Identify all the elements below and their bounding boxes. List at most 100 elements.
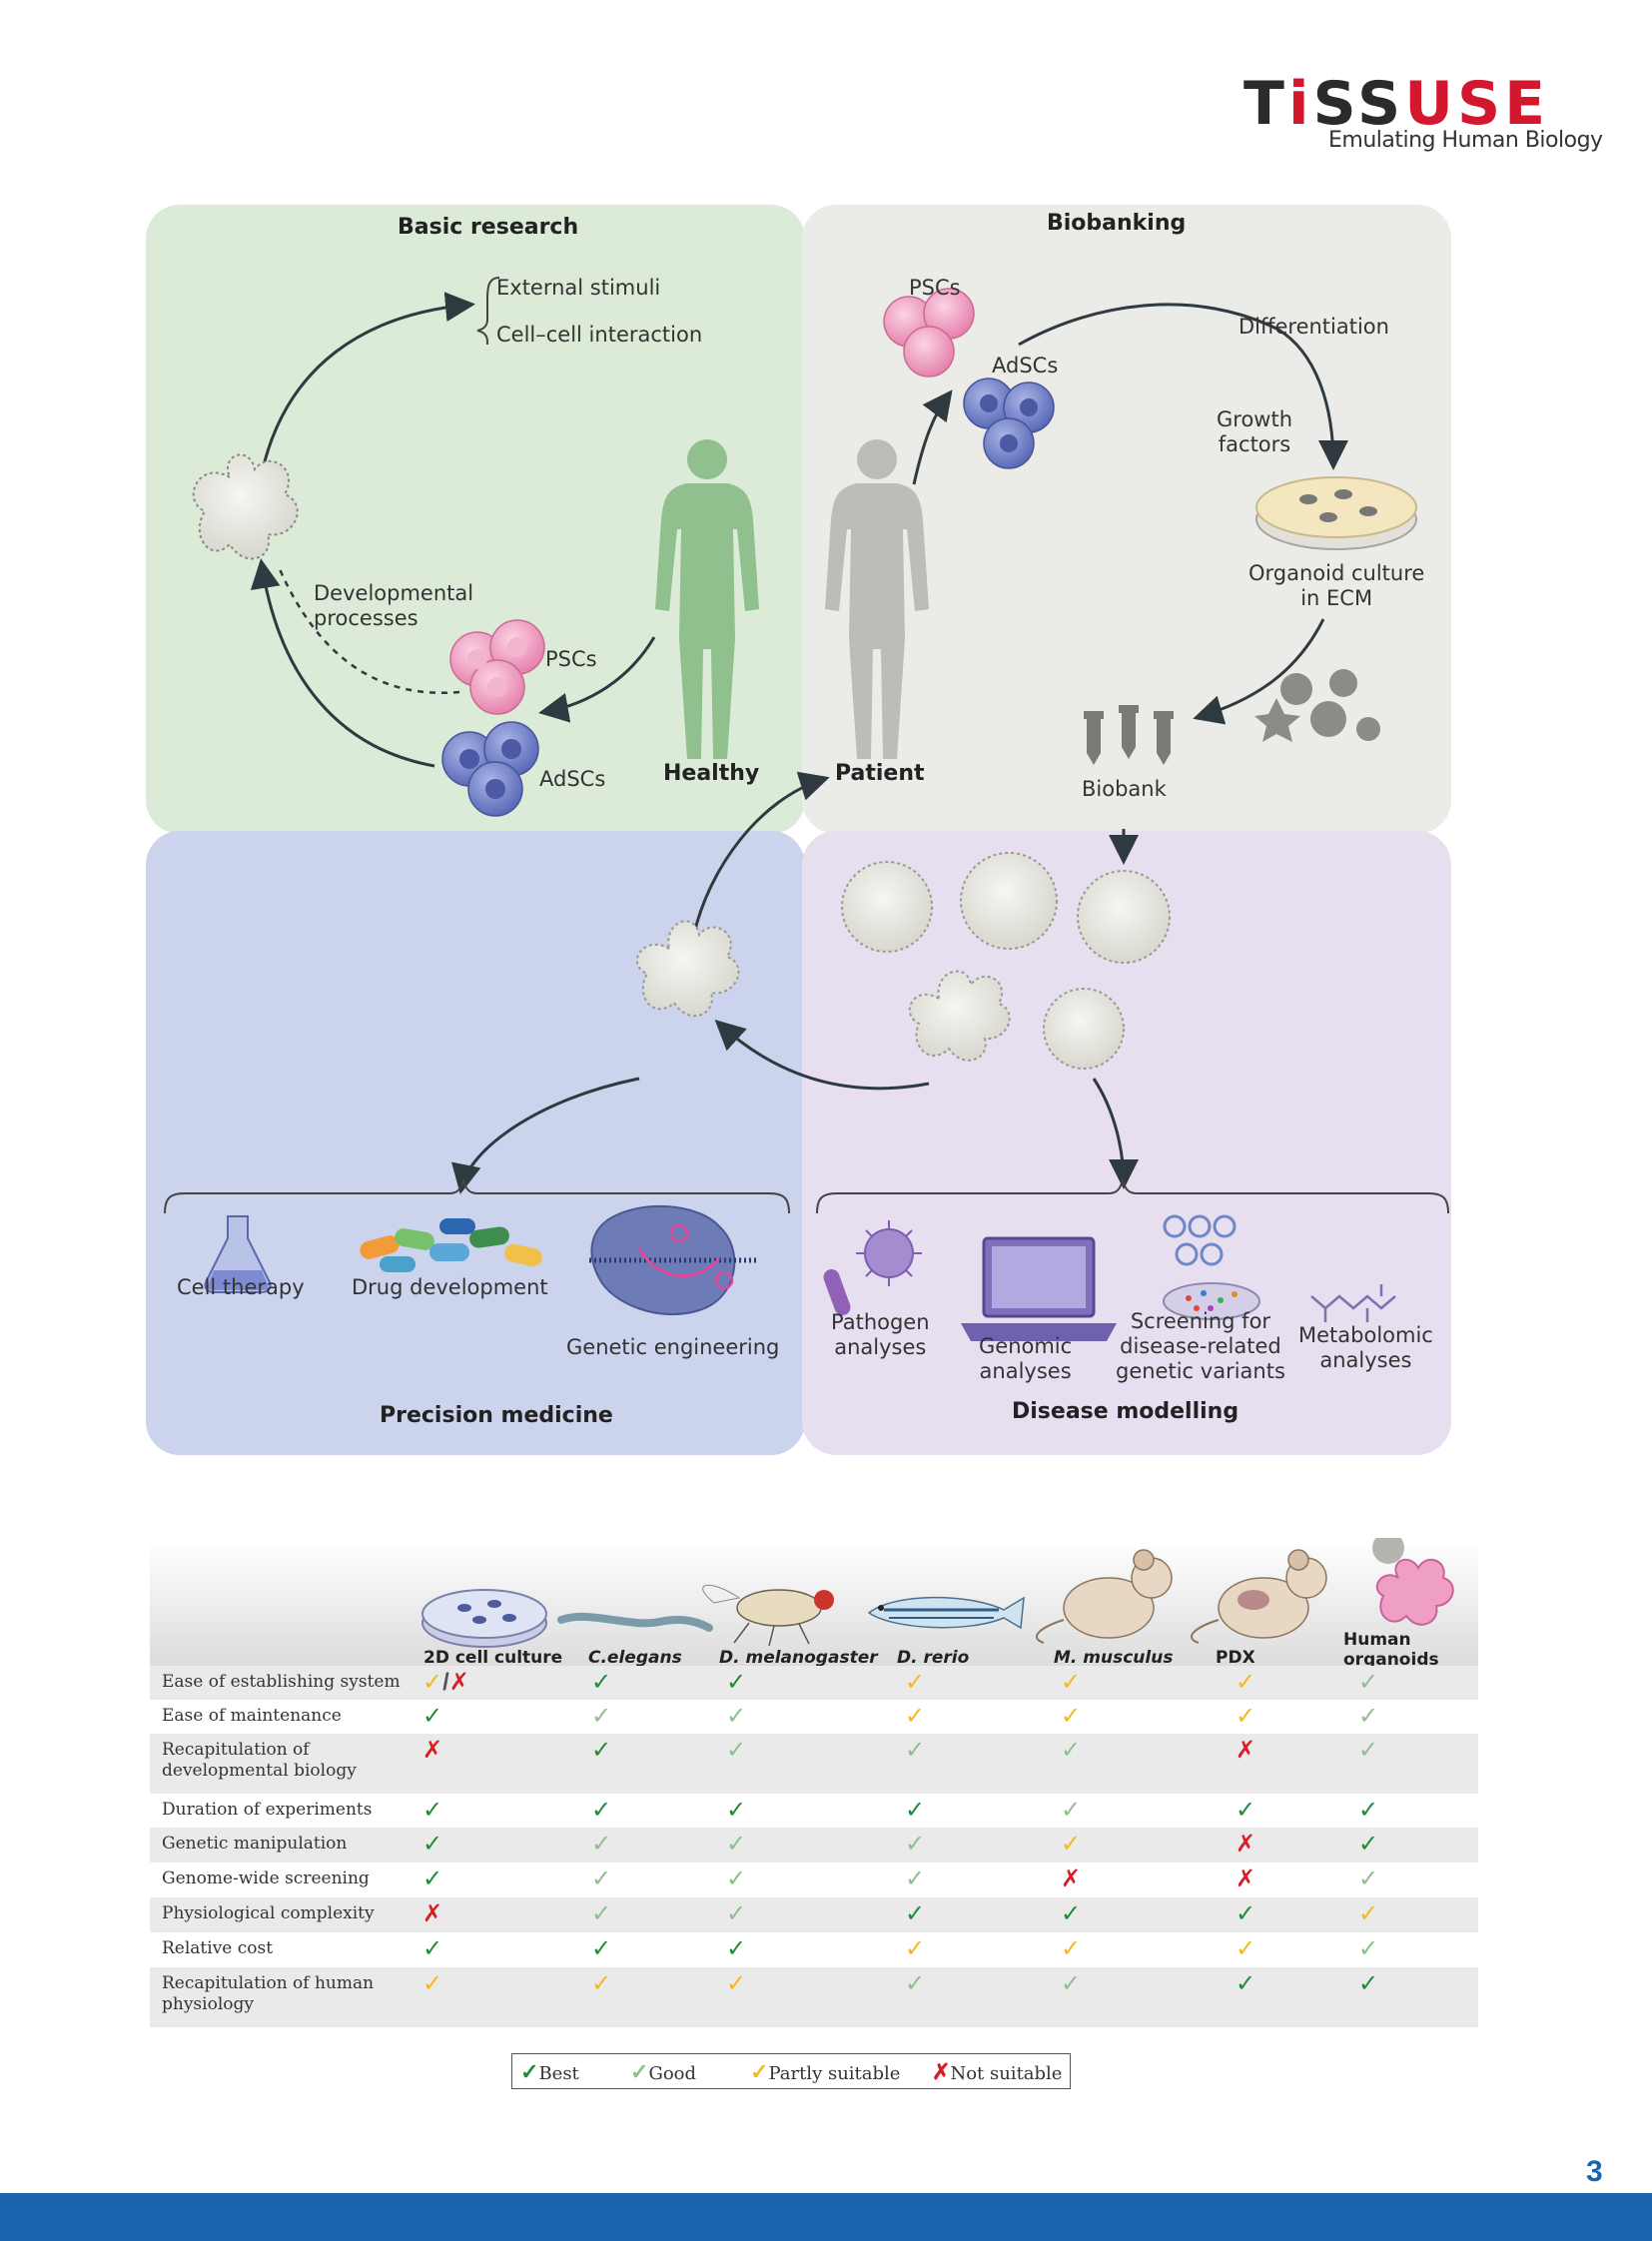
stimuli-bracket [476, 277, 500, 345]
external-stimuli-label: External stimuli [496, 276, 661, 300]
rating-mark: ✓ [905, 1866, 926, 1892]
rating-mark: ✓ [1236, 1703, 1256, 1730]
patient-label: Patient [835, 761, 925, 786]
rating-mark: ✓ [1061, 1970, 1082, 1997]
rating-mark: ✓ [1236, 1669, 1256, 1696]
basic-research-title: Basic research [398, 215, 579, 240]
biobanking-title: Biobanking [1047, 211, 1187, 236]
drug-development-label: Drug development [352, 1275, 548, 1299]
arrow-adscs-to-organoid [250, 558, 435, 768]
drug-capsules-icon [360, 1218, 542, 1272]
table-row: Duration of experiments✓✓✓✓✓✓✓ [150, 1794, 1478, 1828]
rating-mark: ✓ [1358, 1737, 1379, 1764]
logo-letter-t: T [1243, 69, 1288, 139]
disease-brace [816, 1176, 1449, 1214]
screening-plate-icon [1163, 1214, 1260, 1320]
biobank-adscs-label: AdSCs [992, 354, 1059, 377]
rating-mark: ✓ [1061, 1900, 1082, 1927]
rating-mark: ✓ [1358, 1831, 1379, 1858]
rating-mark: ✓ [905, 1831, 926, 1858]
rating-mark: ✓ [591, 1970, 612, 1997]
table-row: Ease of maintenance✓✓✓✓✓✓✓ [150, 1700, 1478, 1734]
screening-label: Screening for disease-related genetic va… [1116, 1309, 1285, 1383]
patient-human-silhouette [825, 439, 929, 759]
star-organoid-icon [192, 453, 299, 560]
arrow-to-disease-modelling [1092, 1078, 1139, 1189]
arrow-healthy-to-pscs [538, 636, 656, 723]
metabolomic-molecule-icon [1310, 1284, 1396, 1322]
mouse-icon [1036, 1549, 1173, 1644]
precision-brace [164, 1176, 790, 1214]
table-row: Ease of establishing system✓/✗✓✓✓✓✓✓ [150, 1666, 1478, 1700]
cell-therapy-label: Cell therapy [177, 1275, 305, 1299]
rating-mark: ✓ [1236, 1797, 1256, 1824]
organoid-culture-label: Organoid culture in ECM [1248, 561, 1425, 610]
zebrafish-icon [867, 1596, 1025, 1630]
cell-cell-interaction-label: Cell–cell interaction [496, 323, 703, 347]
rating-mark: ✓ [1061, 1703, 1082, 1730]
page-number: 3 [1586, 2155, 1603, 2188]
col-d-rerio: D. rerio [897, 1648, 970, 1668]
logo-wordmark: TiSSUSE [1243, 72, 1549, 136]
rating-mark: ✓ [905, 1970, 926, 1997]
genomic-analyses-label: Genomic analyses [979, 1334, 1073, 1383]
col-d-melanogaster: D. melanogaster [719, 1648, 878, 1668]
arrow-to-stimuli [263, 292, 475, 462]
rating-mark: ✗ [1236, 1737, 1256, 1764]
rating-mark: ✓ [422, 1703, 443, 1730]
arrow-differentiation [1018, 303, 1348, 470]
col-pdx: PDX [1216, 1648, 1255, 1668]
row-label: Physiological complexity [162, 1903, 375, 1923]
rating-mark: ✓ [1236, 1970, 1256, 1997]
rating-mark: ✓ [1061, 1669, 1082, 1696]
metabolomic-analyses-label: Metabolomic analyses [1298, 1323, 1433, 1372]
cell-therapy-flask-icon [204, 1215, 272, 1293]
rating-mark: ✓ [726, 1703, 747, 1730]
rating-mark: ✓ [1358, 1669, 1379, 1696]
legend-partly-label: Partly suitable [768, 2063, 901, 2084]
rating-mark: ✓ [422, 1831, 443, 1858]
table-header-icons [421, 1538, 1454, 1648]
rating-mark: ✓ [726, 1669, 747, 1696]
logo-figure-i: i [1287, 69, 1313, 139]
legend-best-label: Best [538, 2063, 579, 2084]
table-row: Recapitulation of developmental biology✗… [150, 1734, 1478, 1794]
table-row: Physiological complexity✗✓✓✓✓✓✓ [150, 1897, 1478, 1932]
legend-not-label: Not suitable [950, 2063, 1063, 2084]
basic-pscs-label: PSCs [545, 647, 597, 671]
rating-mark: ✓ [422, 1866, 443, 1892]
rating-mark: ✓ [422, 1935, 443, 1962]
biobank-organoids-icon [1254, 669, 1380, 742]
rating-mark: ✓ [1358, 1900, 1379, 1927]
rating-mark: ✗ [1236, 1831, 1256, 1858]
legend-good: ✓Good [630, 2059, 696, 2085]
rating-mark: ✓ [905, 1669, 926, 1696]
row-label: Genome-wide screening [162, 1868, 370, 1888]
rating-mark: ✓ [1358, 1935, 1379, 1962]
table-row: Genome-wide screening✓✓✓✓✗✗✓ [150, 1863, 1478, 1897]
rating-mark: ✗ [422, 1737, 443, 1764]
rating-mark: ✓ [1236, 1935, 1256, 1962]
rating-mark: ✓ [1358, 1970, 1379, 1997]
disease-modelling-title: Disease modelling [1012, 1399, 1239, 1424]
row-label: Duration of experiments [162, 1800, 373, 1820]
rating-mark: ✗ [1236, 1866, 1256, 1892]
row-label: Ease of establishing system [162, 1672, 401, 1692]
genetic-engineering-icon [589, 1204, 759, 1315]
rating-mark: ✓ [1358, 1866, 1379, 1892]
dashed-arrow-developmental [278, 568, 460, 695]
rating-mark: ✓ [726, 1970, 747, 1997]
pathogen-virus-icon [823, 1220, 922, 1316]
rating-mark: ✓ [905, 1703, 926, 1730]
differentiation-label: Differentiation [1239, 315, 1389, 339]
biobank-label: Biobank [1082, 777, 1167, 801]
rating-mark: ✓ [1061, 1831, 1082, 1858]
healthy-human-silhouette [655, 439, 759, 759]
legend-not-cross-icon: ✗ [932, 2059, 951, 2085]
logo-letters-ss: SS [1312, 69, 1405, 139]
rating-mark: ✓/✗ [422, 1669, 469, 1696]
rating-mark: ✓ [591, 1797, 612, 1824]
logo-tagline: Emulating Human Biology [1328, 128, 1603, 153]
table-row: Genetic manipulation✓✓✓✓✓✗✓ [150, 1828, 1478, 1863]
model-comparison-table: 2D cell culture C.elegans D. melanogaste… [150, 1538, 1478, 2045]
